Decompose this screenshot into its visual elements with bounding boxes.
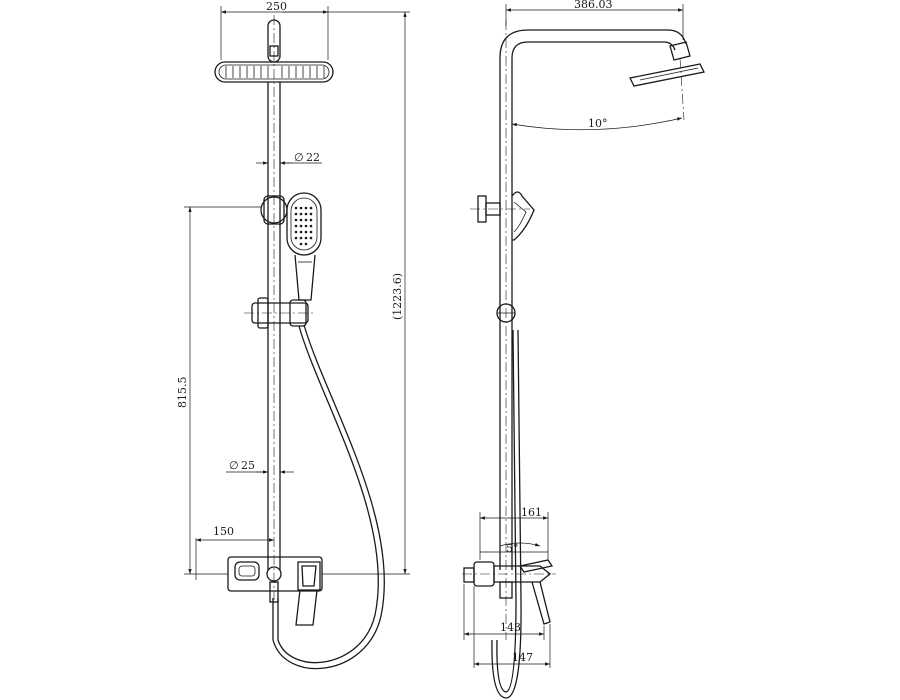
head-nozzles	[225, 66, 325, 78]
dim-handle-angle-label: 5°	[506, 542, 519, 555]
dim-head-width: 250	[220, 0, 329, 60]
front-view: 250 (1223.6) 815.5 ∅ 22 ∅ 25	[176, 0, 410, 670]
dim-lever-depth-label: 147	[512, 651, 533, 664]
dim-bar-height-label: 815.5	[176, 377, 189, 409]
shower-hose	[272, 324, 386, 670]
dim-head-width-label: 250	[266, 0, 287, 13]
dim-mixer-offset: 150	[195, 525, 274, 580]
dim-overall-height: (1223.6)	[282, 11, 410, 575]
front-riser-pipe	[267, 15, 281, 600]
dim-diameter-upper-label: 22	[306, 151, 320, 164]
dim-arm-reach-label: 386.03	[574, 0, 613, 11]
dim-spout-depth: 143	[463, 584, 545, 640]
hand-shower	[286, 192, 322, 301]
dim-arm-reach: 386.03	[505, 0, 684, 40]
dim-diameter-lower-label: 25	[241, 459, 255, 472]
side-riser-and-arm	[499, 20, 687, 640]
side-hand-shower	[511, 191, 535, 241]
dim-diameter-lower: ∅ 25	[226, 459, 294, 474]
side-hose	[491, 329, 522, 699]
diameter-symbol-upper: ∅	[294, 151, 304, 164]
dim-diameter-upper: ∅ 22	[256, 151, 322, 165]
diameter-symbol-lower: ∅	[229, 459, 239, 472]
side-shower-head	[629, 41, 705, 121]
dim-mixer-offset-label: 150	[213, 525, 234, 538]
front-mixer	[227, 556, 323, 626]
dim-overall-height-label: (1223.6)	[391, 273, 404, 320]
dim-spout-depth-label: 143	[500, 621, 521, 634]
hand-shower-nozzles	[294, 206, 313, 246]
side-view: 10° 386.03	[462, 0, 705, 699]
dim-handle-angle: 5°	[480, 542, 548, 555]
side-mixer	[462, 559, 556, 625]
slide-holder	[244, 297, 314, 329]
side-slide-holder	[496, 303, 516, 323]
dim-head-tilt-label: 10°	[588, 117, 608, 130]
dim-mixer-depth-label: 161	[521, 506, 542, 519]
dim-lever-depth: 147	[473, 586, 551, 668]
side-diverter-knob	[470, 195, 530, 223]
dim-bar-height: 815.5	[176, 206, 262, 575]
dim-head-tilt: 10°	[511, 117, 683, 131]
